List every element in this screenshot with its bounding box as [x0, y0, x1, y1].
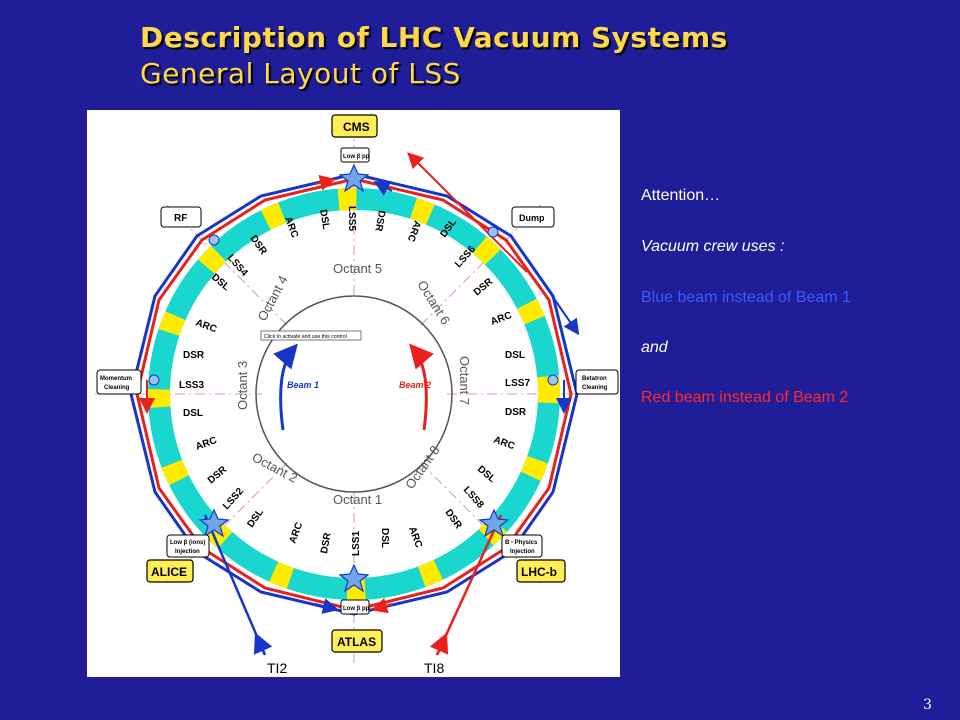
beam2-arc [409, 343, 434, 431]
machine-band [148, 188, 560, 600]
info-boxes [96, 147, 619, 615]
lowbeta-top-label: Low β pp [343, 154, 370, 160]
momentum-label-1: Momentum [100, 376, 132, 382]
lbl-b-arc1: ARC [287, 521, 305, 545]
lowbeta-bottom-label: Low β pp [343, 606, 370, 612]
lbl-r-lss7: LSS7 [505, 378, 530, 389]
info-box-text: RF Dump Low β pp Low β pp Momentum Clean… [100, 154, 608, 612]
octant-4: Octant 4 [254, 273, 290, 323]
lhc-layout-diagram: Beam 1 Beam 2 Octant 5 Octant 1 Octant 3… [87, 110, 620, 677]
dump-label: Dump [519, 213, 545, 223]
lbl-b-dsr: DSR [319, 531, 334, 554]
dot-momentum [148, 374, 160, 386]
lbl-top-dsl: DSL [317, 209, 331, 231]
octant-6: Octant 6 [414, 278, 453, 328]
lhcb-inj-label-1: B - Physics [505, 540, 538, 546]
lbl-l-arc2: ARC [194, 435, 218, 453]
lhcb-inj-label-2: Injection [510, 549, 535, 555]
momentum-label-2: Cleaning [104, 385, 130, 391]
interaction-stars [198, 163, 510, 593]
rf-label: RF [174, 213, 187, 224]
ti2-arrow [253, 632, 273, 656]
blue-beam-text: Blue beam instead of Beam 1 [641, 289, 851, 306]
lbl-l-dsl: DSL [183, 408, 203, 419]
octant-2: Octant 2 [250, 449, 300, 485]
lbl-b-arc2: ARC [406, 525, 424, 549]
octant-1: Octant 1 [333, 492, 382, 507]
lbl-tl-dsl: DSL [209, 272, 231, 293]
atlas-label: ATLAS [337, 635, 376, 649]
lbl-br-dsr: DSR [443, 507, 465, 531]
activex-tooltip-box [260, 330, 362, 341]
vacuum-crew-text: Vacuum crew uses : [641, 238, 785, 255]
star-ip2 [198, 508, 230, 538]
lbl-r-arc2: ARC [492, 434, 516, 452]
slide-subtitle: General Layout of LSS [140, 57, 461, 90]
octant-3: Octant 3 [235, 361, 250, 410]
ti8-line [435, 514, 503, 656]
slide-title: Description of LHC Vacuum Systems [140, 21, 728, 54]
experiment-boxes: CMS ATLAS ALICE LHC-b [146, 114, 566, 653]
beam2-label: Beam 2 [399, 380, 431, 390]
betatron-label-2: Cleaning [582, 385, 608, 391]
lbl-b-dsl: DSL [379, 528, 390, 548]
lbl-tr-dsr: DSR [472, 276, 496, 298]
lbl-r-arc1: ARC [489, 310, 513, 328]
attention-text: Attention… [641, 187, 721, 204]
cms-label: CMS [343, 120, 370, 134]
ti2-label: TI2 [267, 660, 287, 676]
and-text: and [641, 339, 668, 356]
ti2-line [203, 514, 267, 656]
ti8-label: TI8 [424, 660, 444, 676]
lbl-top-lss5: LSS5 [346, 206, 357, 231]
lbl-bl-dsr: DSR [206, 464, 230, 486]
lbl-l-lss3: LSS3 [179, 380, 204, 391]
lbl-br-dsl: DSL [475, 464, 497, 485]
lbl-r-dsl: DSL [505, 350, 525, 361]
dot-betatron [547, 374, 559, 386]
lbl-l-dsr: DSR [183, 350, 205, 361]
lbl-bl-dsl: DSL [245, 507, 265, 530]
lbl-b-lss1: LSS1 [351, 531, 362, 556]
octant-8: Octant 8 [402, 443, 442, 492]
star-ip8 [478, 508, 510, 538]
star-ip1 [338, 563, 370, 593]
dump-line-blue [510, 235, 580, 336]
alice-inj-label-1: Low β (ions) [170, 540, 205, 546]
lbl-r-dsr: DSR [505, 407, 527, 418]
lbl-tl-lss4: LSS4 [225, 253, 250, 279]
dot-rf [208, 234, 220, 246]
lbl-top-dsr: DSR [372, 209, 387, 232]
alice-inj-label-2: Injection [175, 549, 200, 555]
lbl-tl-dsr: DSR [248, 233, 270, 257]
dot-dump [487, 226, 499, 238]
inner-circle [255, 295, 453, 493]
lhcb-label: LHC-b [521, 565, 557, 579]
octant-7: Octant 7 [457, 356, 472, 405]
activex-tooltip-text: Click to activate and use this control [264, 334, 347, 340]
rf-dump-dots [148, 226, 559, 386]
star-ip5 [338, 163, 370, 193]
betatron-label-1: Betatron [582, 376, 607, 382]
dump-line-red [407, 152, 528, 273]
ring-arrows [139, 174, 572, 614]
octant-5: Octant 5 [333, 261, 382, 276]
lbl-l-arc1: ARC [194, 317, 218, 335]
beam1-arc [273, 343, 298, 431]
ti8-arrow [429, 632, 449, 656]
lbl-top-arc-r: ARC [405, 219, 423, 243]
beam1-label: Beam 1 [287, 380, 319, 390]
page-number: 3 [923, 697, 932, 713]
alice-label: ALICE [151, 565, 187, 579]
octant-labels: Octant 5 Octant 1 Octant 3 Octant 7 Octa… [235, 261, 472, 507]
red-beam-text: Red beam instead of Beam 2 [641, 389, 849, 406]
lhc-ring-svg: Beam 1 Beam 2 Octant 5 Octant 1 Octant 3… [95, 114, 619, 676]
